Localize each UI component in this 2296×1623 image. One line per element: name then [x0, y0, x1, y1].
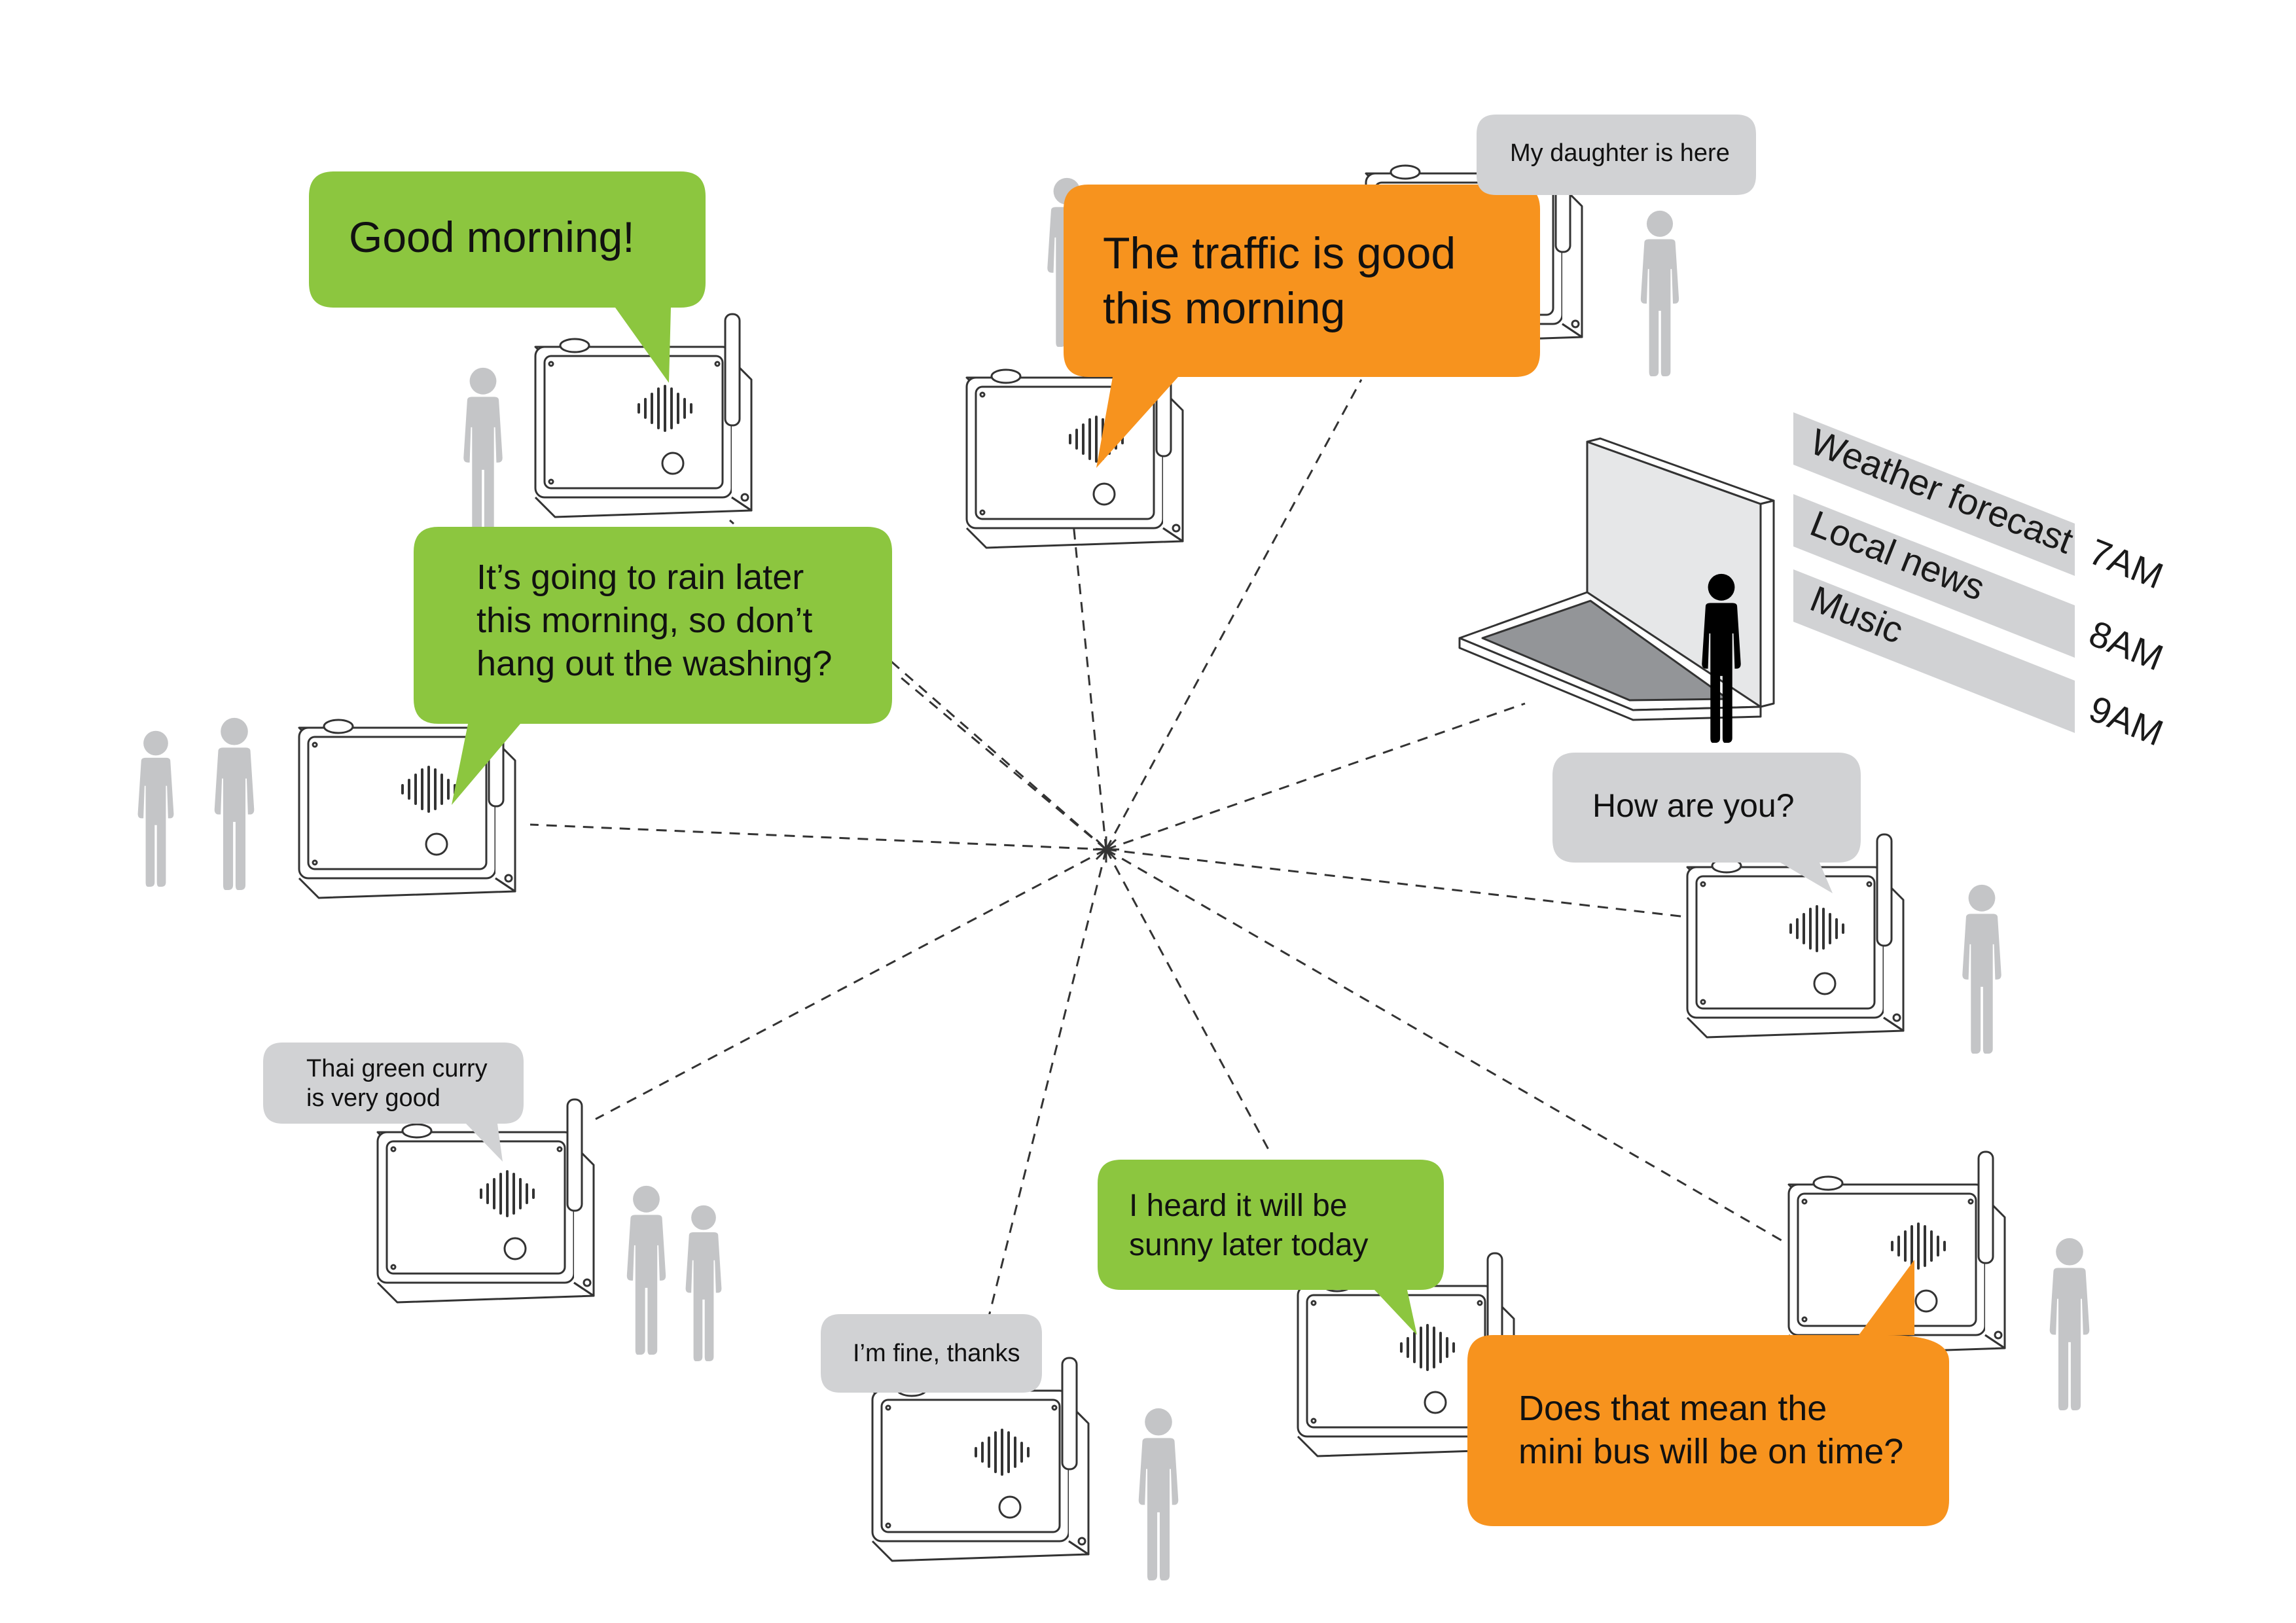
person-icon: [214, 717, 255, 890]
bubble-text: hang out the washing?: [476, 644, 832, 683]
person-icon: [1640, 210, 1679, 376]
person-icon: [463, 367, 503, 537]
person-icon: [1138, 1408, 1179, 1580]
person-icon: [137, 730, 174, 887]
bubble-text: this morning, so don’t: [476, 601, 812, 640]
connection-line: [1072, 523, 1107, 850]
speech-bubble-good-morning: Good morning!: [309, 171, 706, 383]
bubble-text: The traffic is good: [1103, 228, 1456, 278]
connection-line: [595, 848, 1107, 1120]
schedule-item-time: 9AM: [2084, 688, 2169, 754]
schedule-item-time: 8AM: [2084, 613, 2169, 679]
speech-bubble-traffic: The traffic is good this morning: [1064, 185, 1540, 468]
hub-node: [1093, 836, 1119, 863]
person-icon: [1962, 884, 2001, 1054]
bubble-text: It’s going to rain later: [476, 558, 804, 597]
connection-line: [1105, 849, 1271, 1152]
speech-bubble-how-are-you: How are you?: [1552, 753, 1861, 893]
person-icon: [2049, 1238, 2090, 1410]
connection-line: [896, 673, 1107, 851]
schedule-panel: Weather forecast 7AM Local news 8AM Musi…: [1793, 412, 2169, 754]
bubble-text: I heard it will be: [1129, 1188, 1348, 1223]
speech-bubble-fine: I’m fine, thanks: [821, 1314, 1042, 1393]
speech-bubble-minibus: Does that mean the mini bus will be on t…: [1467, 1260, 1949, 1526]
speech-bubble-curry: Thai green curry is very good: [263, 1043, 524, 1162]
connection-line: [1105, 702, 1526, 851]
connection-line: [729, 519, 1107, 851]
connection-lines: [529, 379, 1787, 1319]
bubble-text: this morning: [1103, 283, 1345, 333]
speech-bubble-sunny: I heard it will be sunny later today: [1098, 1160, 1444, 1335]
bubble-text: mini bus will be on time?: [1518, 1432, 1903, 1471]
bubble-text: I’m fine, thanks: [853, 1340, 1020, 1367]
connection-line: [987, 849, 1107, 1319]
connection-line: [1105, 379, 1363, 850]
connection-line: [529, 823, 1107, 851]
schedule-item-time: 7AM: [2084, 531, 2169, 597]
bubble-text: sunny later today: [1129, 1228, 1369, 1262]
bubble-text: Good morning!: [349, 213, 635, 261]
speech-bubble-rain: It’s going to rain later this morning, s…: [414, 527, 892, 805]
bubble-text: Does that mean the: [1518, 1389, 1827, 1428]
bubble-text: Thai green curry: [306, 1055, 488, 1082]
connection-line: [1105, 848, 1787, 1245]
person-icon: [626, 1185, 666, 1355]
bubble-text: is very good: [306, 1084, 440, 1112]
bubble-text: My daughter is here: [1510, 139, 1730, 167]
speech-bubble-daughter: My daughter is here: [1477, 115, 1756, 195]
bubble-text: How are you?: [1592, 787, 1795, 824]
person-icon: [685, 1205, 722, 1361]
connection-line: [1105, 848, 1709, 921]
